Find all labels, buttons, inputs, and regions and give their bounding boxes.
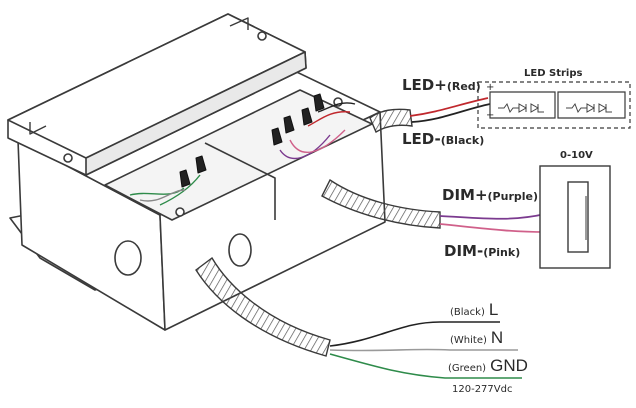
input-wire-color: (Black) xyxy=(450,307,485,318)
dim-minus-sub: (Pink) xyxy=(483,246,521,259)
input-wire-black xyxy=(329,321,500,347)
led-minus-sub: (Black) xyxy=(440,134,485,147)
led-strip-segment xyxy=(489,91,556,119)
dim-wires xyxy=(439,213,546,233)
dimmer-switch xyxy=(539,165,611,269)
dim-minus-main: DIM- xyxy=(444,242,484,260)
led-strip-segment xyxy=(557,91,626,119)
input-wires xyxy=(329,321,522,379)
dim-plus-main: DIM+ xyxy=(442,186,488,204)
knockout-hole xyxy=(228,233,252,267)
led-plus-sign: + xyxy=(486,82,495,93)
input-wire-label-white: (White)N xyxy=(450,328,503,348)
conduit-output xyxy=(369,108,413,134)
dim-plus-wire xyxy=(439,213,546,220)
led-minus-label: LED-(Black) xyxy=(402,130,484,148)
conduits xyxy=(195,108,441,357)
knockout-hole xyxy=(114,240,142,276)
screw xyxy=(175,207,185,217)
wire-nuts xyxy=(179,93,325,188)
input-wire-label-green: (Green)GND xyxy=(448,356,528,376)
led-minus-sign: − xyxy=(486,110,495,121)
screw xyxy=(257,31,267,41)
input-wire-label-black: (Black)L xyxy=(450,300,498,320)
led-minus-wire xyxy=(411,103,491,123)
input-wire-tag: N xyxy=(490,328,504,347)
led-output-wires xyxy=(409,97,491,123)
led-strip-diodes xyxy=(498,102,612,114)
input-wire-white xyxy=(329,348,518,352)
dimmer-range-label: 0-10V xyxy=(560,150,593,161)
input-voltage-label: 120-277Vdc xyxy=(452,384,513,395)
box-divider xyxy=(204,142,276,220)
dimmer-rocker xyxy=(567,181,589,253)
dim-plus-label: DIM+(Purple) xyxy=(442,186,538,204)
led-strips-outline xyxy=(477,81,631,129)
internal-wires xyxy=(129,102,356,206)
dim-plus-sub: (Purple) xyxy=(487,190,539,203)
conduit-dim xyxy=(321,178,441,229)
input-wire-tag: L xyxy=(488,300,499,319)
led-strips xyxy=(477,81,631,129)
led-plus-label: LED+(Red) xyxy=(402,76,481,94)
led-plus-main: LED+ xyxy=(402,76,447,94)
led-strips-label: LED Strips xyxy=(524,68,583,79)
input-wire-color: (Green) xyxy=(448,363,487,374)
conduit-input xyxy=(195,256,331,357)
junction-box xyxy=(7,13,386,331)
dim-minus-label: DIM-(Pink) xyxy=(444,242,520,260)
led-minus-main: LED- xyxy=(402,130,441,148)
dim-minus-wire xyxy=(439,223,546,233)
input-wire-green xyxy=(329,353,522,379)
screw xyxy=(63,153,73,163)
input-wire-color: (White) xyxy=(450,335,487,346)
input-wire-tag: GND xyxy=(490,356,528,375)
led-plus-sub: (Red) xyxy=(446,80,481,93)
led-plus-wire xyxy=(409,97,489,117)
